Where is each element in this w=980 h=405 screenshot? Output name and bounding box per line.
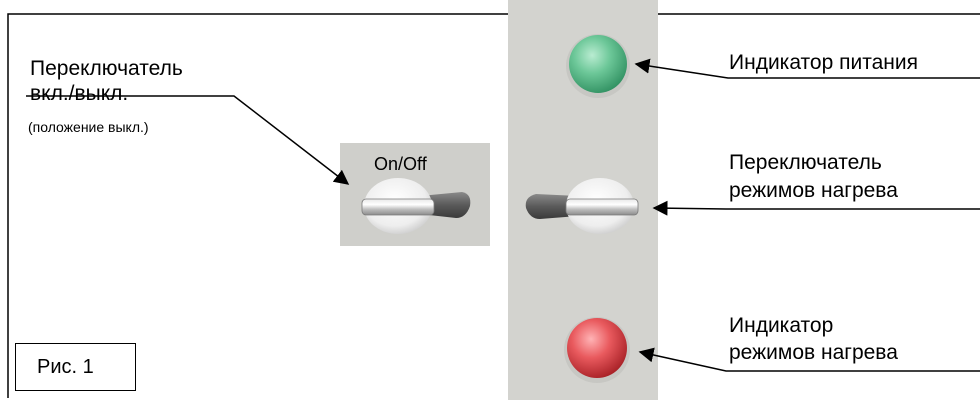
mode-indicator-lamp (564, 317, 630, 383)
mode-indicator-callout-line2: режимов нагрева (729, 341, 898, 364)
power-callout-line (634, 58, 980, 79)
mode-indicator-callout-line (638, 347, 980, 372)
mode-switch-callout-line2: режимов нагрева (729, 179, 898, 202)
onoff-callout-line (26, 95, 350, 185)
onoff-callout-note: (положение выкл.) (28, 119, 149, 135)
figure-label: Рис. 1 (37, 356, 94, 378)
power-indicator-lamp (566, 34, 630, 98)
onoff-knob-caption: On/Off (374, 154, 427, 174)
mode-knob (525, 178, 639, 234)
figure-label-box (15, 343, 136, 391)
onoff-callout-line2: вкл./выкл. (30, 82, 129, 105)
onoff-callout-line1: Переключатель (30, 57, 183, 80)
mode-switch-callout-line1: Переключатель (729, 151, 882, 174)
frame-left (7, 13, 508, 398)
onoff-knob (361, 178, 471, 234)
mode-switch-callout-line (652, 200, 980, 216)
mode-indicator-callout-line1: Индикатор (729, 314, 834, 337)
power-callout-text: Индикатор питания (729, 51, 918, 74)
